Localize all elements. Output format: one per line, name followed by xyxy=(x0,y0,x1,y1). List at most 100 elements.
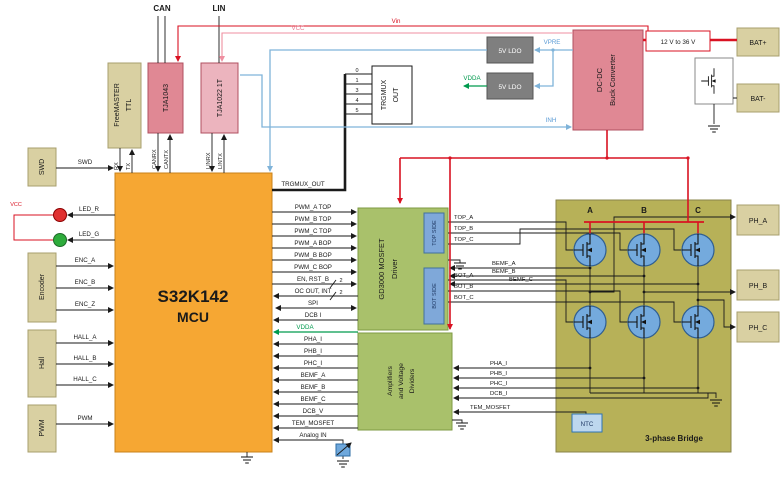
components-layer xyxy=(53,30,723,468)
trgmux-out-block xyxy=(371,65,413,125)
ldo1-label: 5V LDO xyxy=(498,48,521,55)
dcdc-converter-block xyxy=(572,29,644,131)
pha-i-amp-label: PHA_I xyxy=(490,361,507,367)
ground-icon xyxy=(336,460,350,468)
ldo2-block xyxy=(486,72,534,100)
vdda-label: VDDA xyxy=(463,75,481,82)
amp-label-1: Amplifiers xyxy=(387,365,394,395)
tja1022-label: TJA1022 1T xyxy=(217,78,224,117)
swd-signal-label: SWD xyxy=(78,159,93,166)
bot-c-label: BOT_C xyxy=(454,295,474,301)
led-green-icon xyxy=(53,233,67,247)
pwm-a-bop-label: PWM_A BOP xyxy=(294,240,331,247)
freemaster-label-2: TTL xyxy=(126,99,133,112)
top-b-label: TOP_B xyxy=(454,226,473,232)
pwm-signal-label: PWM xyxy=(77,415,92,422)
analog-in-label: Analog IN xyxy=(299,432,326,439)
ph-a-label: PH_A xyxy=(749,218,768,225)
phb-i-amp-label: PHB_I xyxy=(490,371,507,377)
inh-label: INH xyxy=(546,117,557,124)
phc-i-mcu-label: PHC_I xyxy=(304,360,323,367)
bot-side-label: BOT SIDE xyxy=(432,283,438,309)
pha-i-mcu-label: PHA_I xyxy=(304,336,322,343)
trgmux-in-0: 0 xyxy=(355,68,358,74)
swd-connector-block xyxy=(27,147,57,187)
bat-minus-label: BAT- xyxy=(750,96,766,103)
phase-c-column-label: C xyxy=(695,206,701,215)
enc-z-label: ENC_Z xyxy=(75,301,96,308)
pwm-connector-block xyxy=(27,404,57,453)
freemaster-label-1: FreeMASTER xyxy=(114,83,121,127)
led-r-label: LED_R xyxy=(79,206,99,213)
oc-bus-width: 2 xyxy=(339,290,342,296)
voltage-range-box xyxy=(645,30,711,52)
pwm-c-top-label: PWM_C TOP xyxy=(294,228,331,235)
amp-label-3: Dividers xyxy=(409,368,416,393)
encoder-block-label: Encoder xyxy=(39,273,46,300)
rx-label: RX xyxy=(114,162,120,170)
trgmux-in-1: 1 xyxy=(355,78,358,84)
can-label: CAN xyxy=(153,4,171,13)
lin-label: LIN xyxy=(213,4,226,13)
hall-c-label: HALL_C xyxy=(73,376,97,383)
pwm-c-bop-label: PWM_C BOP xyxy=(294,264,332,271)
bot-b-label: BOT_B xyxy=(454,284,473,290)
phase-a-column-label: A xyxy=(587,206,593,215)
trgmux-in-5: 5 xyxy=(355,108,358,114)
cantx-label: CANTX xyxy=(164,150,170,169)
vin-label: Vin xyxy=(392,18,401,25)
hall-a-label: HALL_A xyxy=(73,334,97,341)
en-rst-label: EN, RST_B xyxy=(297,276,329,283)
oc-int-label: OC OUT, INT xyxy=(295,288,332,295)
pwm-block-label: PWM xyxy=(39,419,46,436)
linrx-label: LINRX xyxy=(206,152,212,169)
ntc-label: NTC xyxy=(581,421,594,428)
hall-b-label: HALL_B xyxy=(73,355,96,362)
ntc-block xyxy=(571,413,603,433)
enc-a-label: ENC_A xyxy=(75,257,97,264)
enc-b-label: ENC_B xyxy=(75,279,96,286)
bridge-mosfets xyxy=(573,233,715,339)
tja1043-label: TJA1043 xyxy=(163,84,170,112)
ldo2-label: 5V LDO xyxy=(498,84,521,91)
ground-icon xyxy=(707,125,721,133)
bridge-label: 3-phase Bridge xyxy=(645,434,703,443)
can-lin-wires xyxy=(157,16,220,63)
dcdc-label-1: DC-DC xyxy=(595,67,604,92)
ph-c-label: PH_C xyxy=(749,325,768,332)
ldo1-block xyxy=(486,36,534,64)
bemf-b-mcu-label: BEMF_B xyxy=(301,384,326,391)
tx-label: TX xyxy=(126,163,132,170)
spi-label: SPI xyxy=(308,300,318,307)
supply-wires-layer xyxy=(240,47,573,335)
mcu-subtitle: MCU xyxy=(177,309,209,325)
signal-wires-layer xyxy=(56,16,737,459)
trgmux-in-4: 4 xyxy=(355,98,358,104)
tja1022-block xyxy=(200,62,239,134)
trgmux-bus xyxy=(272,74,347,192)
trgmux-label-2: OUT xyxy=(393,87,400,103)
vpre-label: VPRE xyxy=(544,39,561,46)
bemf-c-mcu-label: BEMF_C xyxy=(300,396,326,403)
ph-c-block xyxy=(736,311,780,343)
tem-mosfet-amp-label: TEM_MOSFET xyxy=(470,405,511,411)
tem-mosfet-mcu-label: TEM_MOSFET xyxy=(292,420,335,427)
pwm-b-top-label: PWM_B TOP xyxy=(295,216,332,223)
led-red-icon xyxy=(53,208,67,222)
trgmux-label-1: TRGMUX xyxy=(381,80,388,111)
swd-block-label: SWD xyxy=(39,159,46,175)
trgmux-in-3: 3 xyxy=(355,88,358,94)
bot-side-block xyxy=(423,267,445,325)
bemf-a-mcu-label: BEMF_A xyxy=(301,372,327,379)
amp-label-2: and Voltage xyxy=(398,363,405,399)
lintx-label: LINTX xyxy=(218,153,224,169)
top-side-label: TOP SIDE xyxy=(432,220,438,246)
bemf-b-mid-label: BEMF_B xyxy=(492,269,516,275)
ph-a-block xyxy=(736,204,780,236)
bot-a-label: BOT_A xyxy=(454,273,473,279)
gd3000-label-1: GD3000 MOSFET xyxy=(377,238,386,300)
tja1043-block xyxy=(147,62,184,134)
bemf-a-mid-label: BEMF_A xyxy=(492,261,516,267)
mcu-block xyxy=(114,172,273,453)
